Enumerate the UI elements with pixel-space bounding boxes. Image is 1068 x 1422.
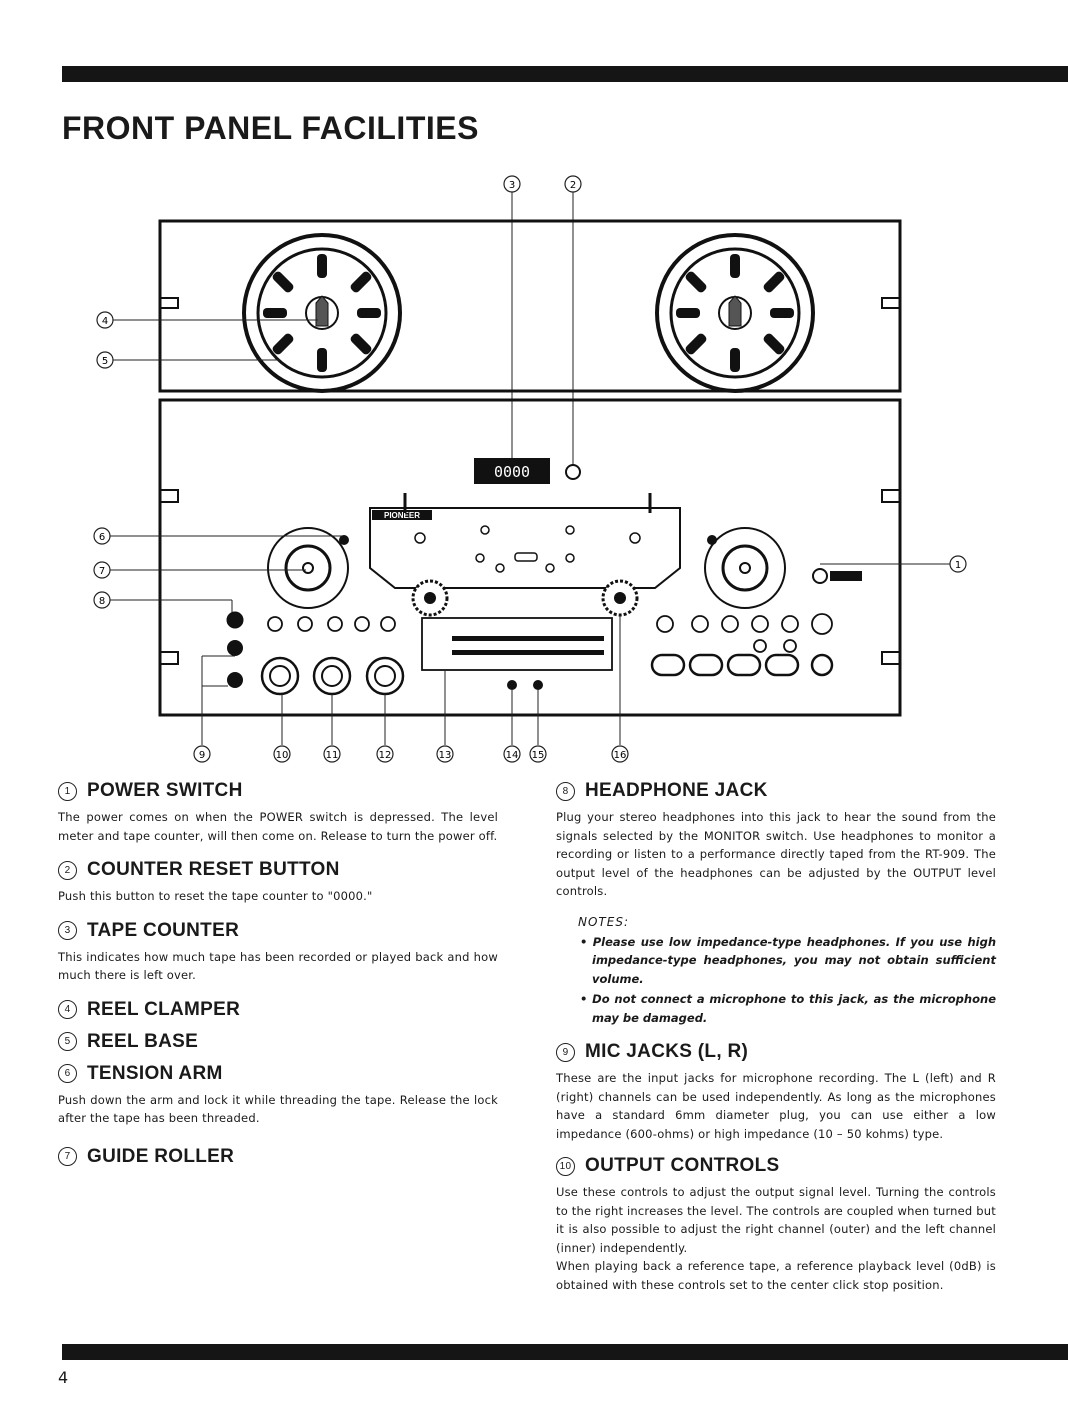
section-heading: TAPE COUNTER [87, 919, 240, 941]
svg-text:15: 15 [532, 750, 545, 761]
front-panel-diagram: 3 2 [60, 168, 1020, 778]
section-headphone-jack: 8 HEADPHONE JACK Plug your stereo headpho… [556, 780, 996, 901]
mic-jack-left [227, 640, 243, 656]
note-item: • Please use low impedance-type headphon… [580, 934, 997, 986]
lower-frame [158, 398, 902, 717]
section-text-2: When playing back a reference tape, a re… [556, 1259, 996, 1292]
section-guide-roller: 7 GUIDE ROLLER [58, 1146, 498, 1168]
mic-input-knob [312, 656, 352, 696]
top-rule [62, 66, 1068, 82]
svg-text:8: 8 [99, 596, 105, 607]
section-number: 1 [58, 781, 77, 801]
line-input-knob [365, 656, 405, 696]
svg-text:16: 16 [614, 750, 627, 761]
callout-4: 4 [96, 311, 318, 329]
section-text: Plug your stereo headphones into this ja… [556, 810, 996, 898]
section-heading: REEL CLAMPER [87, 998, 241, 1020]
callout-8: 8 [93, 591, 233, 613]
svg-text:6: 6 [99, 532, 105, 543]
mic-jack-right [227, 672, 243, 688]
section-number: 10 [556, 1156, 575, 1176]
page-number: 4 [58, 1368, 69, 1387]
svg-text:9: 9 [199, 750, 205, 761]
svg-text:12: 12 [379, 750, 392, 761]
section-tape-counter: 3 TAPE COUNTER This indicates how much ta… [58, 920, 498, 985]
section-heading: GUIDE ROLLER [87, 1145, 235, 1167]
bottom-rule [62, 1344, 1068, 1360]
left-tension-arm [267, 527, 349, 609]
section-power-switch: 1 POWER SWITCH The power comes on when th… [58, 780, 498, 845]
page-title: FRONT PANEL FACILITIES [62, 110, 479, 146]
callout-5: 5 [96, 351, 280, 369]
callout-3: 3 [503, 175, 521, 468]
right-column: 8 HEADPHONE JACK Plug your stereo headpho… [556, 780, 996, 1304]
notes-heading: NOTES: [578, 914, 629, 929]
section-heading: POWER SWITCH [87, 780, 243, 801]
section-number: 6 [58, 1064, 77, 1083]
svg-text:1: 1 [955, 560, 961, 571]
callout-6: 6 [93, 527, 342, 545]
right-pinch-roller [601, 579, 639, 617]
section-number: 8 [556, 781, 575, 801]
section-text: The power comes on when the POWER switch… [58, 810, 498, 843]
svg-text:PIONEER: PIONEER [384, 511, 420, 520]
left-reel [242, 233, 402, 393]
svg-text:5: 5 [102, 356, 108, 367]
level-meter [421, 617, 613, 671]
section-text: These are the input jacks for microphone… [556, 1071, 996, 1141]
section-number: 3 [58, 921, 77, 940]
transport-buttons [650, 653, 834, 677]
left-pinch-roller [411, 579, 449, 617]
deck-illustration: 3 2 [93, 175, 967, 763]
callout-1: 1 [820, 555, 967, 573]
section-heading: REEL BASE [87, 1030, 199, 1052]
section-heading: TENSION ARM [87, 1062, 223, 1084]
head-block: PIONEER [369, 493, 681, 589]
svg-text:2: 2 [570, 180, 576, 191]
svg-text:0000: 0000 [494, 463, 530, 481]
section-text: Push this button to reset the tape count… [58, 889, 373, 903]
section-number: 5 [58, 1032, 77, 1051]
section-number: 7 [58, 1147, 77, 1166]
svg-text:10: 10 [276, 750, 289, 761]
bottom-callouts: 9 10 11 12 13 14 15 16 [193, 745, 629, 763]
section-output-controls: 10 OUTPUT CONTROLS Use these controls to … [556, 1155, 996, 1294]
svg-text:4: 4 [102, 316, 108, 327]
section-mic-jacks: 9 MIC JACKS (L, R) These are the input ja… [556, 1041, 996, 1143]
note-item: • Do not connect a microphone to this ja… [580, 992, 996, 1025]
section-heading: COUNTER RESET BUTTON [87, 859, 340, 880]
section-tension-arm: 6 TENSION ARM Push down the arm and lock … [58, 1063, 498, 1128]
svg-text:11: 11 [326, 750, 339, 761]
section-heading: OUTPUT CONTROLS [585, 1155, 780, 1176]
left-column: 1 POWER SWITCH The power comes on when th… [58, 780, 498, 1178]
callout-7: 7 [93, 561, 306, 579]
meter-mode-switch [507, 680, 517, 690]
headphone-jack [226, 611, 244, 629]
section-text: Push down the arm and lock it while thre… [58, 1092, 498, 1126]
svg-text:3: 3 [509, 180, 515, 191]
callout-2: 2 [564, 175, 582, 468]
section-number: 2 [58, 860, 77, 880]
section-counter-reset-button: 2 COUNTER RESET BUTTON Push this button t… [58, 859, 498, 906]
tape-counter: 0000 [474, 458, 550, 484]
section-heading: MIC JACKS (L, R) [585, 1041, 749, 1062]
svg-text:7: 7 [99, 566, 105, 577]
svg-text:13: 13 [439, 750, 452, 761]
svg-text:14: 14 [506, 750, 519, 761]
section-number: 4 [58, 1000, 77, 1019]
notes-block: NOTES: • Please use low impedance-type h… [578, 915, 996, 1028]
motor-switch [533, 680, 543, 690]
output-knob [260, 656, 300, 696]
right-tension-arm [704, 527, 786, 609]
section-text: This indicates how much tape has been re… [58, 949, 498, 983]
section-reel-clamper: 4 REEL CLAMPER [58, 999, 498, 1021]
section-text: Use these controls to adjust the output … [556, 1185, 996, 1255]
counter-reset-button [565, 464, 581, 480]
section-heading: HEADPHONE JACK [585, 780, 768, 801]
section-reel-base: 5 REEL BASE [58, 1031, 498, 1053]
upper-frame [158, 219, 902, 393]
section-number: 9 [556, 1042, 575, 1062]
right-reel [655, 233, 815, 393]
power-switch [812, 568, 828, 584]
